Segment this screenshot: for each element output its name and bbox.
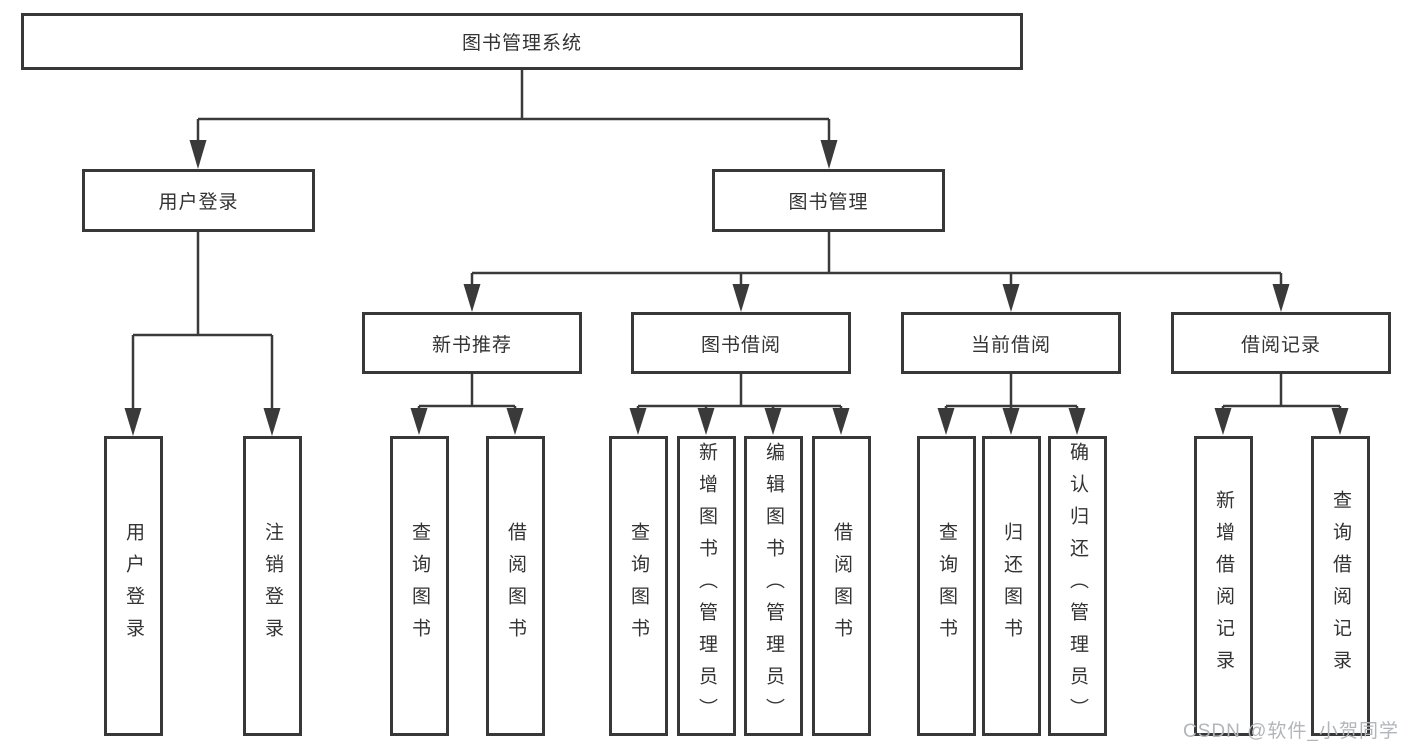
node-borrow-records-label: 借阅记录 <box>1240 334 1321 356</box>
csdn-watermark: CSDN @软件_小贺同学 <box>1183 721 1399 742</box>
leaf-logout-label: 注销登录 <box>262 522 283 650</box>
leaf-query-books-borrow: 查询图书 <box>609 436 668 736</box>
node-borrow-records: 借阅记录 <box>1171 312 1391 374</box>
leaf-borrow-books-recommend: 借阅图书 <box>486 436 545 736</box>
leaf-logout: 注销登录 <box>243 436 302 736</box>
leaf-query-books-current: 查询图书 <box>917 436 976 736</box>
node-root-label: 图书管理系统 <box>461 33 582 54</box>
node-new-book-recommend-label: 新书推荐 <box>431 334 512 356</box>
node-new-book-recommend: 新书推荐 <box>362 312 582 374</box>
node-user-login-label: 用户登录 <box>158 192 239 213</box>
leaf-return-book-label: 归还图书 <box>1001 522 1022 650</box>
leaf-add-book-admin-label: 新增图书（管理员） <box>696 442 717 730</box>
leaf-query-books-current-label: 查询图书 <box>936 522 957 650</box>
leaf-add-borrow-record-label: 新增借阅记录 <box>1213 490 1234 682</box>
leaf-query-borrow-record-label: 查询借阅记录 <box>1330 490 1351 682</box>
leaf-edit-book-admin: 编辑图书（管理员） <box>744 436 803 736</box>
leaf-query-borrow-record: 查询借阅记录 <box>1311 436 1370 736</box>
node-book-management-label: 图书管理 <box>788 192 869 213</box>
node-book-borrow: 图书借阅 <box>631 312 851 374</box>
node-book-borrow-label: 图书借阅 <box>700 334 781 356</box>
node-current-borrow: 当前借阅 <box>901 312 1121 374</box>
leaf-user-login-label: 用户登录 <box>123 522 144 650</box>
arrowheads <box>124 140 1349 436</box>
leaf-borrow-books-2-label: 借阅图书 <box>831 522 852 650</box>
node-current-borrow-label: 当前借阅 <box>970 334 1051 356</box>
leaf-query-books-recommend: 查询图书 <box>390 436 449 736</box>
node-root-system: 图书管理系统 <box>21 13 1023 70</box>
leaf-add-borrow-record: 新增借阅记录 <box>1194 436 1253 736</box>
leaf-edit-book-admin-label: 编辑图书（管理员） <box>763 442 784 730</box>
leaf-borrow-books-2: 借阅图书 <box>812 436 871 736</box>
node-user-login: 用户登录 <box>82 169 315 232</box>
leaf-user-login: 用户登录 <box>104 436 163 736</box>
leaf-add-book-admin: 新增图书（管理员） <box>677 436 736 736</box>
leaf-borrow-books-recommend-label: 借阅图书 <box>505 522 526 650</box>
leaf-confirm-return-admin: 确认归还（管理员） <box>1048 436 1107 736</box>
leaf-query-books-recommend-label: 查询图书 <box>409 522 430 650</box>
node-book-management: 图书管理 <box>712 169 945 232</box>
leaf-query-books-borrow-label: 查询图书 <box>628 522 649 650</box>
leaf-confirm-return-admin-label: 确认归还（管理员） <box>1067 442 1088 730</box>
leaf-return-book: 归还图书 <box>982 436 1041 736</box>
